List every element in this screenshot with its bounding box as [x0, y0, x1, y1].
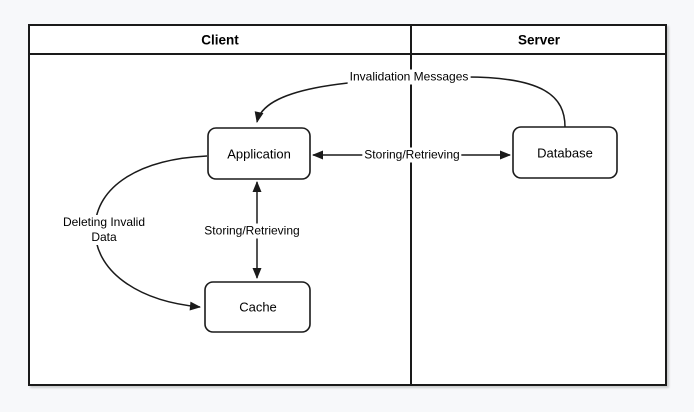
application-node — [207, 127, 311, 180]
storing-horizontal-edge-label: Storing/Retrieving — [362, 147, 462, 163]
client-lane-header: Client — [201, 32, 239, 48]
swimlane-table — [28, 24, 667, 386]
server-lane-header: Server — [517, 32, 561, 48]
cache-node — [204, 281, 311, 333]
deleting-edge-label: Deleting Invalid Data — [52, 215, 156, 245]
database-node — [512, 126, 618, 179]
cache-node-label: Cache — [239, 299, 277, 315]
storing-vertical-edge-label: Storing/Retrieving — [202, 223, 302, 239]
invalidation-edge-label: Invalidation Messages — [347, 69, 471, 85]
database-node-label: Database — [537, 145, 593, 161]
application-node-label: Application — [227, 146, 291, 162]
